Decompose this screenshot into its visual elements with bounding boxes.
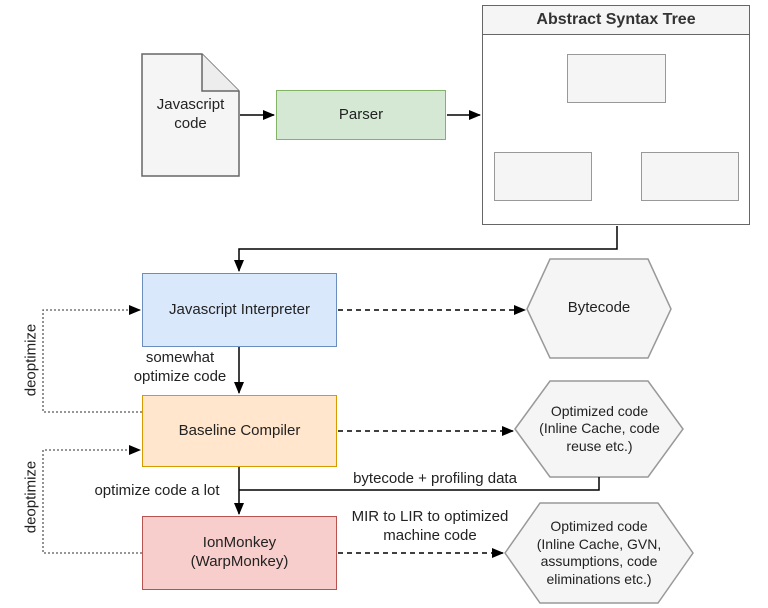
deoptimize-lower-label: deoptimize <box>22 460 40 534</box>
javascript-code-document <box>141 53 240 177</box>
edge-ast-to-interpreter <box>234 226 618 272</box>
bytecode-profiling-label: bytecode + profiling data <box>353 470 517 487</box>
edge-deoptimize-lower <box>42 445 142 554</box>
edge-deoptimize-upper <box>42 305 142 413</box>
solid-arrows <box>234 110 618 515</box>
optimized-code-baseline-hexagon <box>514 380 684 478</box>
ast-container: Abstract Syntax Tree <box>482 5 750 225</box>
deoptimize-upper-label: deoptimize <box>22 323 40 397</box>
somewhat-optimize-label: somewhat optimize code <box>133 349 227 385</box>
javascript-code-label: Javascript code <box>156 96 225 132</box>
ast-right-child-node <box>641 152 739 201</box>
deoptimize-edges <box>42 305 142 554</box>
mir-to-lir-label: MIR to LIR to optimized machine code <box>351 508 509 544</box>
ast-root-node <box>567 54 666 103</box>
optimized-code-ion-hexagon <box>504 502 694 604</box>
optimize-a-lot-label: optimize code a lot <box>94 482 220 499</box>
dashed-arrows <box>338 305 526 558</box>
ast-left-child-node <box>494 152 592 201</box>
bytecode-hexagon <box>526 258 672 359</box>
edge-bytecode-profiling-branch <box>239 477 600 491</box>
baseline-compiler-node: Baseline Compiler <box>142 395 337 467</box>
parser-node: Parser <box>276 90 446 140</box>
ionmonkey-node: IonMonkey (WarpMonkey) <box>142 516 337 590</box>
ast-container-title: Abstract Syntax Tree <box>483 6 749 35</box>
javascript-interpreter-node: Javascript Interpreter <box>142 273 337 347</box>
